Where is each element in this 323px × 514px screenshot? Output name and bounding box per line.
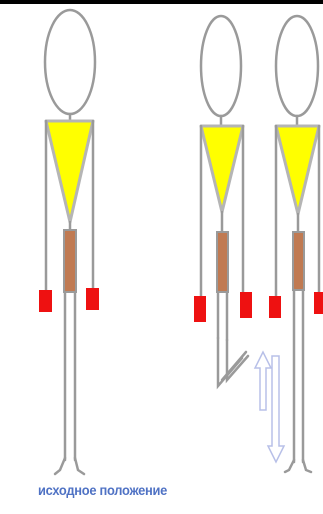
left-foot bbox=[55, 458, 65, 474]
right-foot bbox=[75, 458, 84, 474]
head bbox=[45, 10, 95, 114]
caption-initial-position: исходное положение bbox=[38, 482, 167, 498]
figure-initial-position bbox=[39, 10, 99, 474]
left-foot bbox=[285, 460, 294, 472]
torso-triangle bbox=[46, 121, 93, 222]
head bbox=[201, 16, 241, 116]
head bbox=[276, 16, 318, 116]
pelvis bbox=[217, 232, 228, 292]
knee-hatch bbox=[222, 352, 246, 380]
up-down-double-arrow bbox=[255, 352, 284, 462]
left-hand bbox=[269, 296, 281, 318]
left-hand bbox=[39, 290, 52, 312]
pelvis bbox=[64, 230, 76, 292]
left-hand bbox=[194, 296, 206, 322]
torso-triangle bbox=[201, 126, 243, 212]
figure-lunge-bent-knee bbox=[194, 16, 252, 386]
pelvis bbox=[293, 232, 304, 290]
torso-triangle bbox=[276, 126, 319, 214]
arrow-down bbox=[268, 356, 284, 462]
right-foot bbox=[303, 460, 311, 472]
right-hand bbox=[86, 288, 99, 310]
arrow-up bbox=[255, 352, 271, 410]
right-hand bbox=[240, 292, 252, 318]
right-hand bbox=[314, 292, 323, 314]
